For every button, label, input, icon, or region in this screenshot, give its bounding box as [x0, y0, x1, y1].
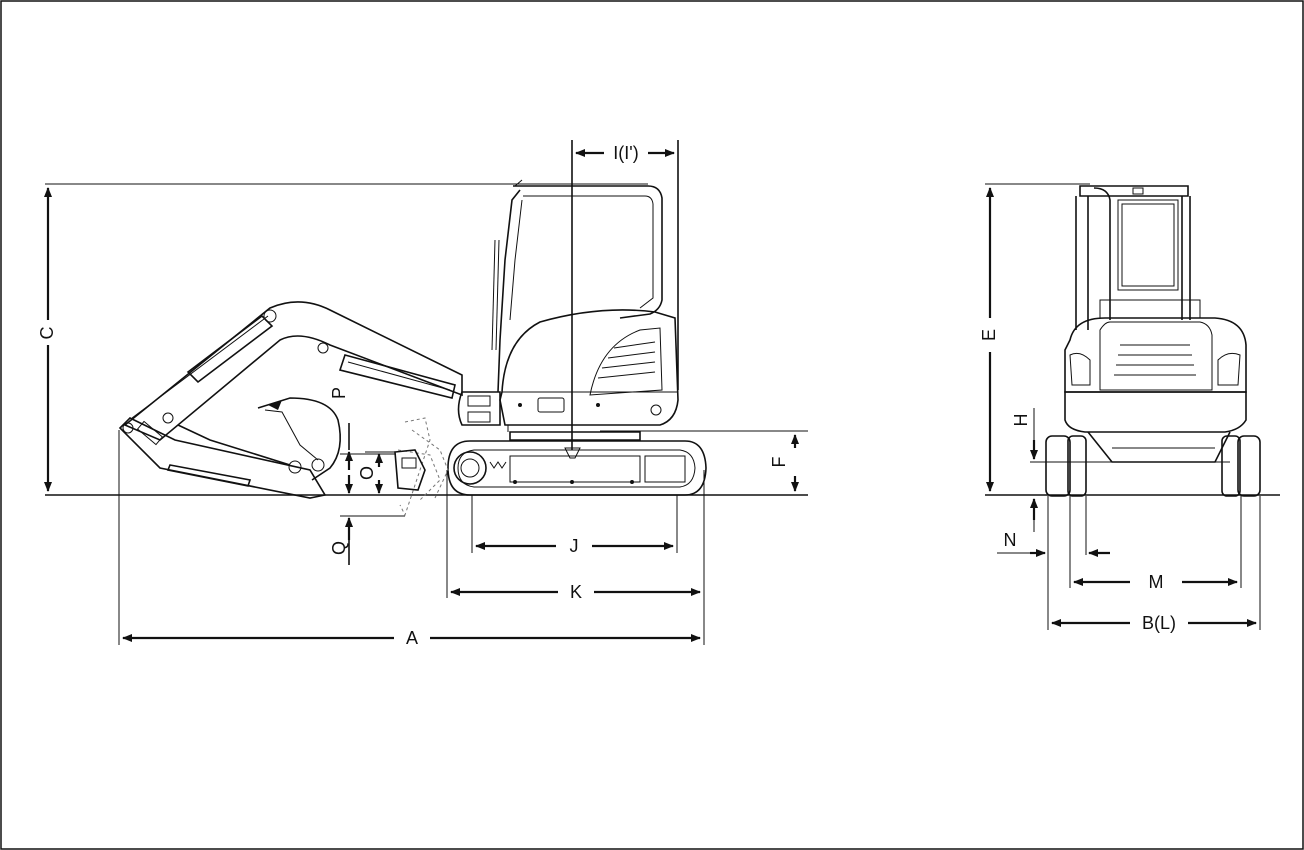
label-p: P: [329, 387, 349, 399]
label-f: F: [769, 457, 789, 468]
label-q: Q: [329, 541, 349, 555]
label-a: A: [406, 628, 418, 648]
label-o: O: [357, 466, 377, 480]
label-j: J: [570, 536, 579, 556]
label-e: E: [979, 329, 999, 341]
dimension-lines: [44, 149, 1257, 645]
label-i: I(I'): [613, 143, 638, 163]
label-h: H: [1011, 414, 1031, 427]
label-n: N: [1004, 530, 1017, 550]
label-m: M: [1149, 572, 1164, 592]
label-c: C: [37, 327, 57, 340]
dimension-labels: C I(I') P O Q F J K A E H N M B(L): [37, 143, 1176, 648]
front-view-excavator: [985, 183, 1280, 630]
label-k: K: [570, 582, 582, 602]
side-view-excavator: [45, 140, 808, 517]
label-b-l: B(L): [1142, 613, 1176, 633]
